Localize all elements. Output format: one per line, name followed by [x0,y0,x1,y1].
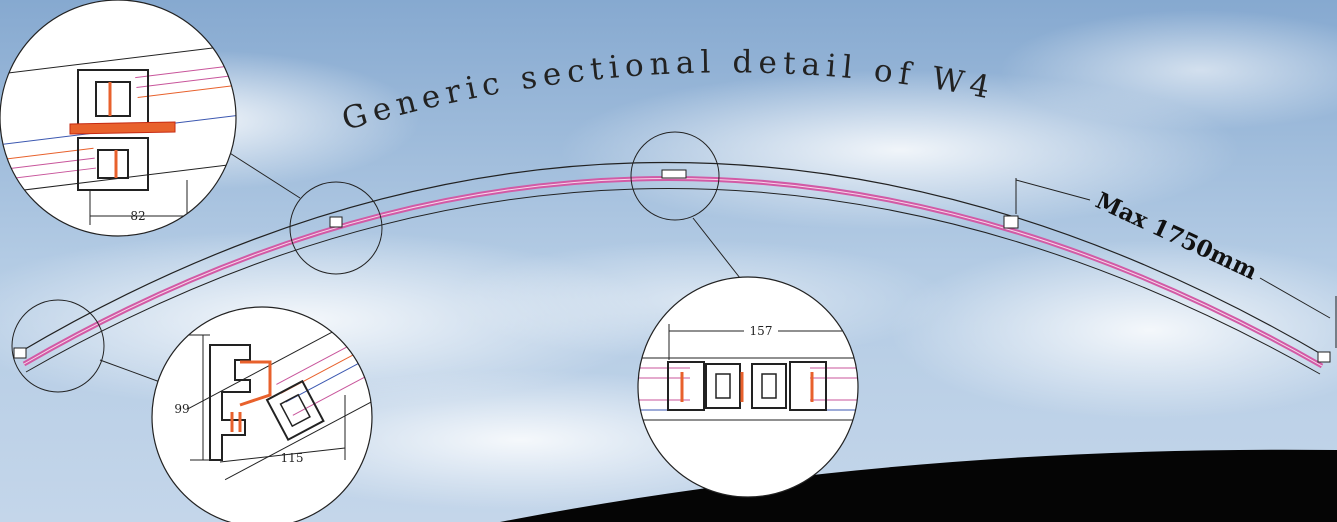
leader-lines [99,149,741,383]
detail-top-left: 82 [0,0,237,237]
center-width-label: 157 [750,324,773,338]
bottom-left-height-label: 99 [174,402,189,416]
detail-center: 157 [637,276,859,498]
dark-hill [500,449,1337,522]
detail-bottom-left: 99 115 [151,306,373,522]
span-dimension [1015,178,1337,348]
bottom-left-width-label: 115 [281,451,304,465]
top-left-width-label: 82 [130,209,145,223]
callout-circles [11,131,720,393]
mullion-markers [13,169,1331,363]
